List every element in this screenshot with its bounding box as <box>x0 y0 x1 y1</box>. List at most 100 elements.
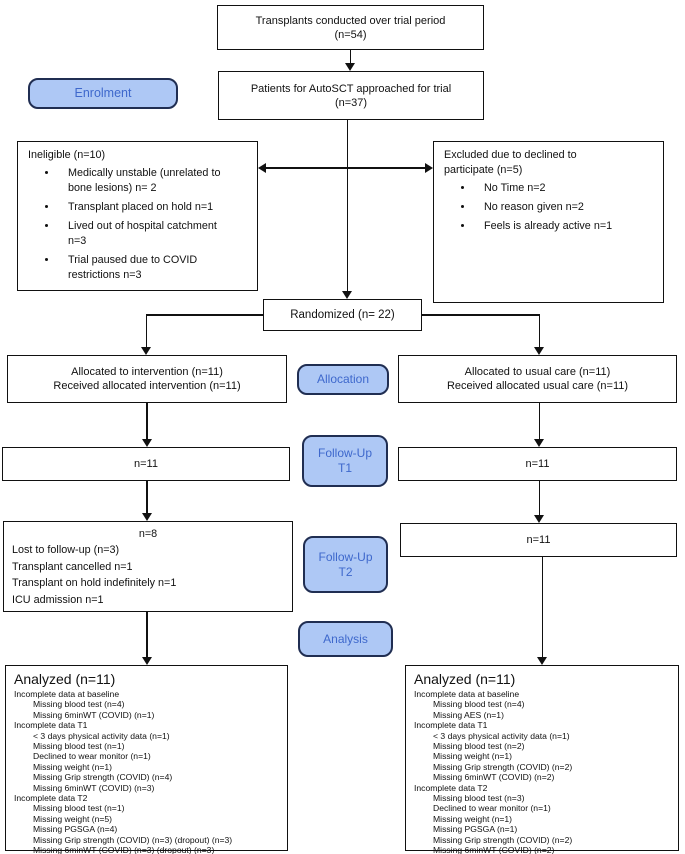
arrow-down-icon <box>342 291 352 299</box>
t2-transplant-on-hold: Transplant on hold indefinitely n=1 <box>12 577 177 589</box>
excluded-title: Excluded due to declined to participate … <box>444 149 577 176</box>
approached-box: Patients for AutoSCT approached for tria… <box>218 71 484 120</box>
arrow-down-icon <box>142 439 152 447</box>
t1-intervention-n: n=11 <box>134 458 158 470</box>
connector-line <box>346 120 349 291</box>
connector-line <box>422 314 539 316</box>
analysis-item: Missing Grip strength (COVID) (n=2) <box>433 761 573 772</box>
analysis-item: Missing weight (n=5) <box>33 813 113 824</box>
received-intervention-text: Received allocated intervention (n=11) <box>53 380 241 392</box>
connector-line <box>146 314 263 316</box>
analysis-item: Missing 6minWT (COVID) (n=2) <box>433 772 555 783</box>
list-item: Lived out of hospital catchment n=3 <box>58 219 247 249</box>
analysis-item: Missing AES (n=1) <box>433 709 504 720</box>
analysis-item: Missing PGSGA (n=4) <box>33 824 118 835</box>
arrow-down-icon <box>142 513 152 521</box>
connector-line <box>541 557 544 657</box>
section-header: Incomplete data at baseline <box>414 689 520 699</box>
connector-line <box>146 403 148 439</box>
followup-t1-stage-pill: Follow-Up T1 <box>302 435 388 487</box>
t2-transplant-cancelled: Transplant cancelled n=1 <box>12 560 133 573</box>
analyzed-title: Analyzed (n=11) <box>414 671 516 687</box>
analysis-item: < 3 days physical activity data (n=1) <box>433 730 570 741</box>
arrow-down-icon <box>534 515 544 523</box>
allocated-intervention-text: Allocated to intervention (n=11) <box>71 366 223 378</box>
allocated-usual-care-text: Allocated to usual care (n=11) <box>464 366 611 378</box>
analyzed-intervention-box: Analyzed (n=11) Incomplete data at basel… <box>5 665 288 854</box>
enrolment-stage-pill: Enrolment <box>28 78 178 109</box>
arrow-down-icon <box>534 439 544 447</box>
t2-intervention-n: n=8 <box>138 528 158 540</box>
randomized-box: Randomized (n= 22) <box>263 299 422 331</box>
connector-line <box>145 314 148 347</box>
randomized-label: Randomized (n= 22) <box>290 309 395 321</box>
arrow-left-icon <box>258 163 266 173</box>
t2-usual-care-n: n=11 <box>526 534 551 546</box>
analysis-item: Missing 6minWT (COVID) (n=3) <box>33 782 155 793</box>
approached-text: Patients for AutoSCT approached for tria… <box>250 82 452 95</box>
analysis-stage-pill: Analysis <box>298 621 393 657</box>
arrow-down-icon <box>141 347 151 355</box>
approached-n: (n=37) <box>334 96 368 109</box>
arrow-down-icon <box>142 657 152 665</box>
followup-t1-label-line2: T1 <box>337 461 352 475</box>
connector-line <box>146 612 148 657</box>
arrow-down-icon <box>534 347 544 355</box>
analysis-item: Missing blood test (n=4) <box>433 699 525 710</box>
arrow-right-icon <box>425 163 433 173</box>
received-usual-care-text: Received allocated usual care (n=11) <box>446 380 629 392</box>
analysis-item: Missing weight (n=1) <box>33 761 113 772</box>
section-header: Incomplete data T2 <box>414 782 488 793</box>
analysis-item: Missing 6minWT (COVID) (n=2) <box>433 845 555 854</box>
list-item: Trial paused due to COVID restrictions n… <box>58 253 247 283</box>
analysis-label: Analysis <box>323 631 368 646</box>
analysis-item: Missing weight (n=1) <box>433 751 513 762</box>
connector-line <box>538 403 541 439</box>
t2-intervention-box: n=8 Lost to follow-up (n=3) Transplant c… <box>3 521 293 612</box>
analyzed-usual-care-box: Analyzed (n=11) Incomplete data at basel… <box>405 665 679 854</box>
enrolment-label: Enrolment <box>74 86 132 100</box>
arrow-down-icon <box>345 63 355 71</box>
followup-t2-label-line2: T2 <box>338 564 353 579</box>
transplants-box: Transplants conducted over trial period … <box>217 5 484 50</box>
allocation-intervention-box: Allocated to intervention (n=11) Receive… <box>7 355 287 403</box>
t1-usual-care-box: n=11 <box>398 447 677 481</box>
analyzed-title: Analyzed (n=11) <box>14 671 116 687</box>
connector-line <box>538 314 541 347</box>
analysis-item: Missing Grip strength (COVID) (n=4) <box>33 772 173 783</box>
analysis-item: Missing blood test (n=4) <box>33 699 125 710</box>
analysis-item: Missing Grip strength (COVID) (n=2) <box>433 834 573 845</box>
analysis-item: Missing 6minWT (COVID) (n=1) <box>33 709 155 720</box>
followup-t1-label-line1: Follow-Up <box>317 446 372 460</box>
ineligible-title: Ineligible (n=10) <box>28 149 106 161</box>
arrow-down-icon <box>537 657 547 665</box>
analysis-item: Missing blood test (n=3) <box>433 793 525 804</box>
t2-lost-followup: Lost to follow-up (n=3) <box>12 544 120 556</box>
ineligible-list: Medically unstable (unrelated to bone le… <box>28 166 247 283</box>
connector-line <box>349 50 352 64</box>
list-item: Feels is already active n=1 <box>474 219 653 234</box>
allocation-usual-care-box: Allocated to usual care (n=11) Received … <box>398 355 677 403</box>
transplants-n: (n=54) <box>334 28 367 41</box>
analysis-item: Missing weight (n=1) <box>433 813 513 824</box>
section-header: Incomplete data at baseline <box>14 689 120 699</box>
t2-usual-care-box: n=11 <box>400 523 677 557</box>
t1-intervention-box: n=11 <box>2 447 290 481</box>
allocation-stage-pill: Allocation <box>297 364 389 395</box>
list-item: Transplant placed on hold n=1 <box>58 200 247 215</box>
analysis-item: Missing 6minWT (COVID) (n=3) (dropout) (… <box>33 845 215 854</box>
section-header: Incomplete data T1 <box>414 720 488 731</box>
analysis-item: Declined to wear monitor (n=1) <box>33 751 151 762</box>
allocation-label: Allocation <box>316 372 370 386</box>
list-item: No Time n=2 <box>474 181 653 196</box>
followup-t2-stage-pill: Follow-Up T2 <box>303 536 388 593</box>
t2-icu-admission: ICU admission n=1 <box>12 593 104 606</box>
connector-line <box>538 481 541 515</box>
t1-usual-care-n: n=11 <box>525 458 550 470</box>
analysis-item: Missing Grip strength (COVID) (n=3) (dro… <box>33 834 233 845</box>
followup-t2-label-line1: Follow-Up <box>318 549 373 564</box>
ineligible-box: Ineligible (n=10) Medically unstable (un… <box>17 141 258 291</box>
section-header: Incomplete data T1 <box>14 720 88 731</box>
analysis-item: Declined to wear monitor (n=1) <box>433 803 551 814</box>
